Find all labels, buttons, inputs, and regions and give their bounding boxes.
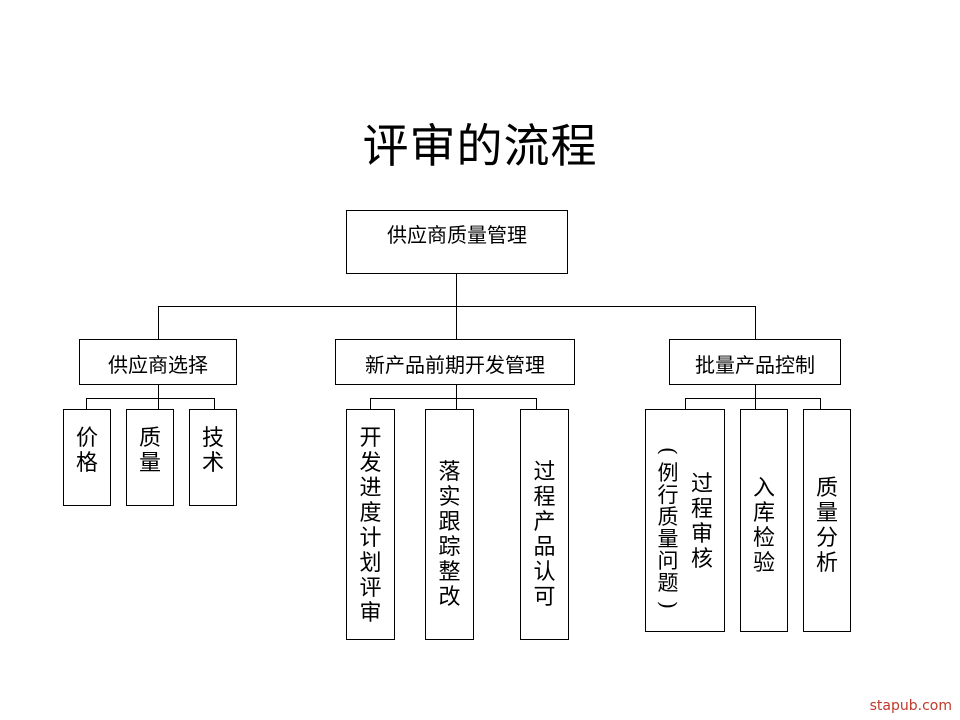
leaf-node-quality: 质量 — [126, 409, 174, 506]
branch-node-label: 新产品前期开发管理 — [365, 353, 545, 377]
branch-node-supplier-selection: 供应商选择 — [79, 339, 237, 385]
leaf-node-label: 价格 — [75, 426, 98, 476]
connector-b1-c3 — [214, 398, 215, 409]
leaf-node-label: 过程审核 — [690, 472, 713, 572]
connector-b2-c1 — [370, 398, 371, 409]
connector-branch-2 — [456, 306, 457, 339]
leaf-node-price: 价格 — [63, 409, 111, 506]
connector-root-down — [456, 274, 457, 306]
branch-node-batch-control: 批量产品控制 — [669, 339, 841, 385]
connector-top-bar — [158, 306, 756, 307]
watermark: stapub.com — [869, 698, 952, 714]
connector-b3-c1 — [685, 398, 686, 409]
routine-note-open: ( — [656, 446, 680, 456]
leaf-node-followup-rectify: 落实跟踪整改 — [425, 409, 474, 640]
leaf-node-label: 开发进度计划评审 — [359, 426, 382, 626]
routine-note-column: ( 例行质量问题 ) — [656, 440, 680, 616]
connector-b3-c3 — [820, 398, 821, 409]
leaf-node-label: 质量分析 — [815, 476, 838, 576]
branch-node-label: 供应商选择 — [108, 353, 208, 377]
leaf-node-label: 落实跟踪整改 — [438, 460, 461, 610]
leaf-node-label: 技术 — [201, 426, 224, 476]
connector-b3-bar — [685, 398, 820, 399]
connector-b2-c3 — [536, 398, 537, 409]
connector-b2-bar — [370, 398, 536, 399]
connector-branch-1 — [158, 306, 159, 339]
leaf-node-technology: 技术 — [189, 409, 237, 506]
leaf-node-quality-analysis: 质量分析 — [803, 409, 851, 632]
connector-branch-3 — [755, 306, 756, 339]
root-node: 供应商质量管理 — [346, 210, 568, 274]
root-node-label: 供应商质量管理 — [387, 223, 527, 247]
connector-b1-c1 — [86, 398, 87, 409]
page-title: 评审的流程 — [362, 119, 598, 173]
connector-b3-children — [755, 385, 756, 409]
connector-b1-bar — [86, 398, 214, 399]
leaf-node-label: 过程产品认可 — [533, 460, 556, 610]
leaf-node-process-audit: ( 例行质量问题 ) 过程审核 — [645, 409, 725, 632]
routine-note-close: ) — [656, 600, 680, 610]
leaf-node-process-product-approval: 过程产品认可 — [520, 409, 569, 640]
connector-b2-children — [456, 385, 457, 409]
branch-node-new-product-dev: 新产品前期开发管理 — [335, 339, 575, 385]
leaf-node-label: 质量 — [138, 426, 161, 476]
leaf-node-dev-schedule-review: 开发进度计划评审 — [346, 409, 395, 640]
connector-b1-children — [158, 385, 159, 409]
branch-node-label: 批量产品控制 — [695, 353, 815, 377]
leaf-node-label: 入库检验 — [752, 476, 775, 576]
routine-note-text: 例行质量问题 — [657, 461, 679, 595]
leaf-node-incoming-inspection: 入库检验 — [740, 409, 788, 632]
